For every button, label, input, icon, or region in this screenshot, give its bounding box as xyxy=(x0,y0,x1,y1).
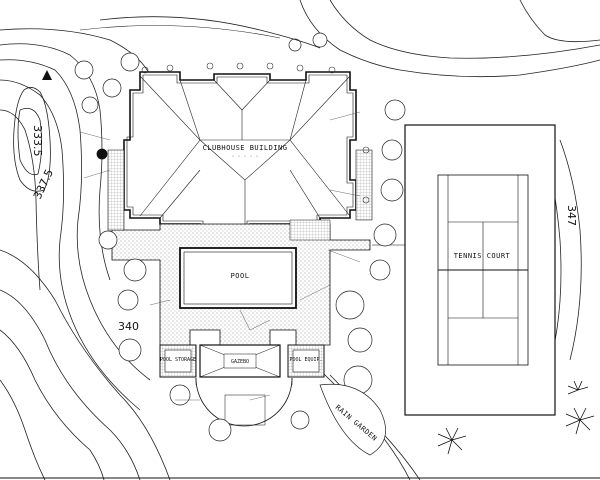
north-arrow-icon xyxy=(42,70,52,80)
palm-shrubs xyxy=(96,148,595,455)
rain-garden xyxy=(319,383,386,456)
clubhouse-building: CLUBHOUSE BUILDING · · · · · xyxy=(123,71,357,229)
contour-label-340: 340 xyxy=(118,320,139,333)
gazebo-label: GAZEBO xyxy=(231,359,249,365)
roof-lines xyxy=(139,75,351,224)
gazebo: GAZEBO xyxy=(199,344,281,378)
pool-label: POOL xyxy=(231,272,250,280)
planting-bed xyxy=(224,394,266,426)
semicircle-lawn xyxy=(195,377,293,427)
pool-equipment-building: POOL EQUIP. xyxy=(287,344,325,378)
walkway-right xyxy=(355,149,373,221)
tennis-court-label: TENNIS COURT xyxy=(454,252,511,260)
flower-symbols xyxy=(141,62,370,204)
clubhouse-label: CLUBHOUSE BUILDING xyxy=(203,144,288,152)
contour-label-333: 333.5 xyxy=(31,125,44,157)
clubhouse-elevation: · · · · · xyxy=(231,154,258,160)
contour-label-347: 347 xyxy=(565,205,578,226)
annotation-leaders xyxy=(79,111,361,401)
pool-equip-label: POOL EQUIP. xyxy=(289,357,322,363)
walkway-left xyxy=(107,149,125,231)
walkway-front-right xyxy=(289,219,331,241)
pool-storage-label: POOL STORAGE xyxy=(160,357,196,363)
trees xyxy=(74,32,406,442)
pool-storage-building: POOL STORAGE xyxy=(159,344,197,378)
tennis-court: TENNIS COURT xyxy=(404,124,556,416)
pool: POOL xyxy=(179,247,297,309)
